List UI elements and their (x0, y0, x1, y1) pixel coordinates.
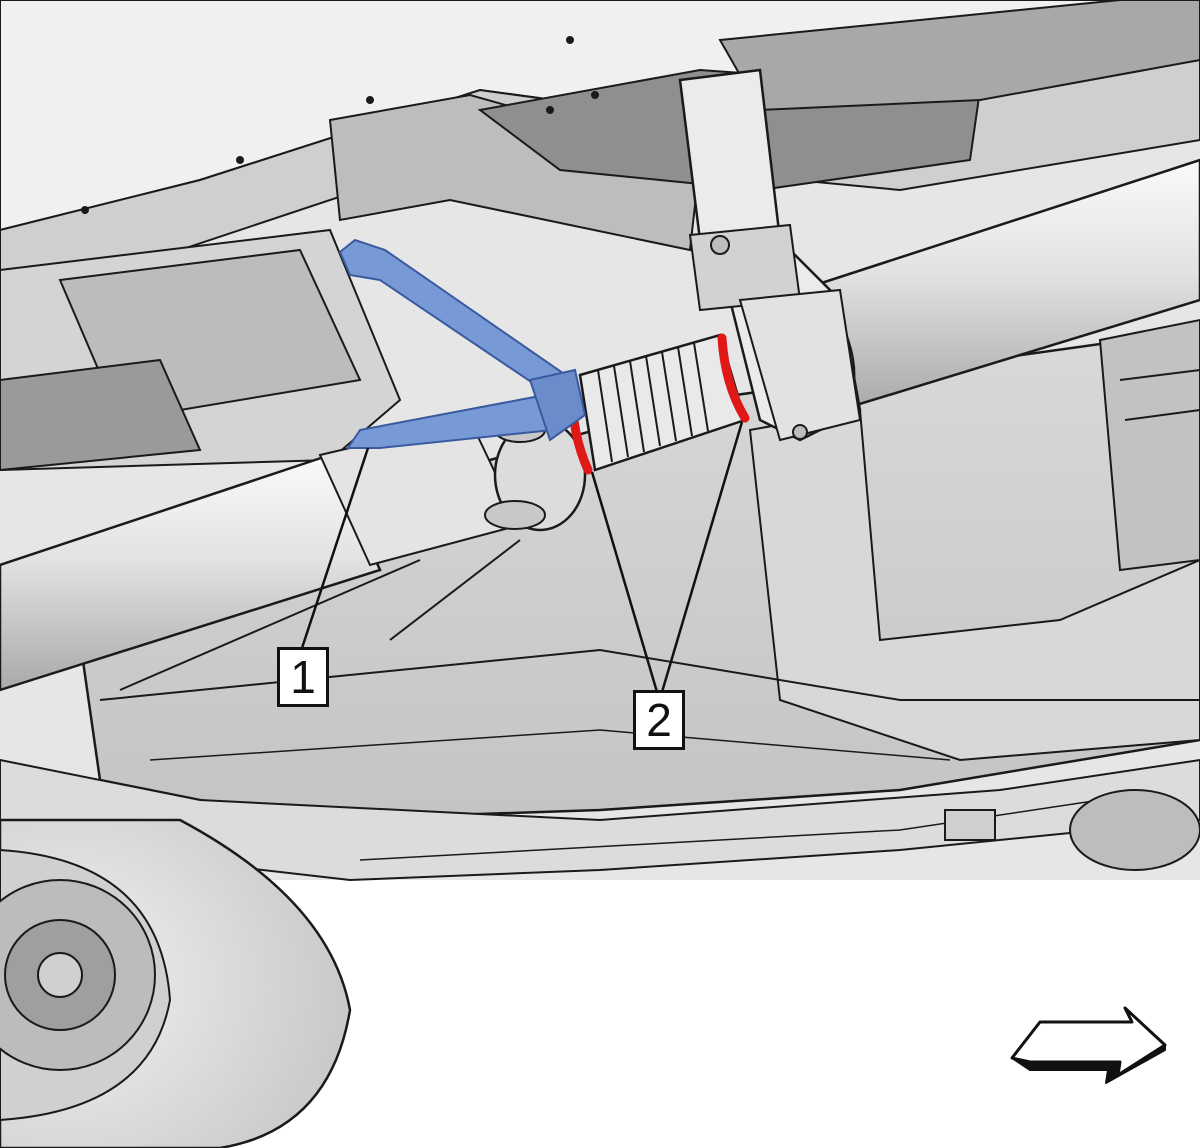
propeller-shaft-rear (0, 417, 587, 692)
fuel-tank (78, 318, 1200, 822)
clamp-pliers-tool (338, 238, 587, 449)
slip-yoke-boot (567, 333, 750, 475)
center-bearing-support (678, 68, 862, 442)
rear-tire (0, 818, 352, 1148)
leader-lines (300, 421, 744, 693)
callout-2-label: 2 (633, 690, 685, 750)
forward-arrow-icon (1010, 1006, 1167, 1084)
callout-1-label: 1 (277, 647, 329, 707)
rocker-panel (0, 758, 1200, 882)
